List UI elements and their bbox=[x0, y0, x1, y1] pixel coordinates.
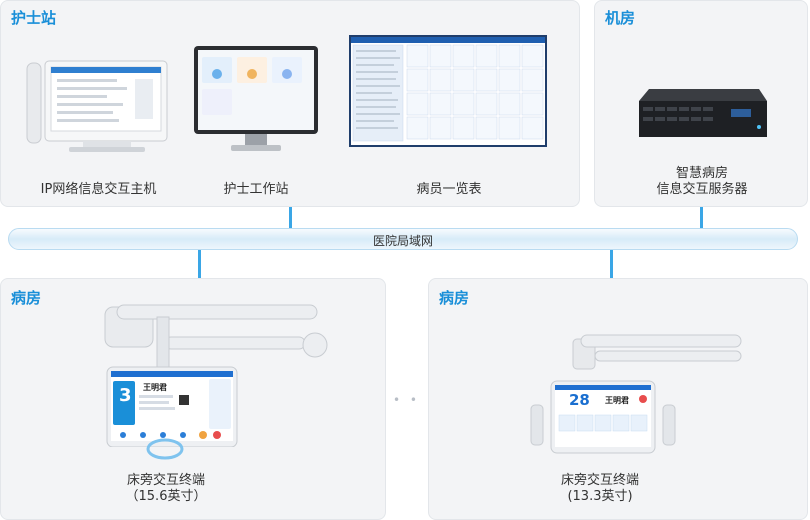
bedside-terminal-15-image bbox=[104, 304, 328, 447]
ward-left-device-line1: 床旁交互终端 bbox=[126, 473, 205, 488]
nurse-station-title: 护士站 bbox=[11, 9, 57, 27]
ward-right-device-line1: 床旁交互终端 bbox=[560, 473, 639, 488]
ward-left-bed-number: 3 bbox=[119, 385, 132, 406]
nurse-station-panel: 护士站 IP网络信息交互主机 护士工作站 bbox=[0, 0, 580, 207]
nfc-ring-icon bbox=[146, 438, 184, 460]
connector-nurse-station bbox=[289, 207, 292, 229]
connector-ward-left bbox=[198, 250, 201, 278]
ward-ellipsis: • • • bbox=[393, 393, 437, 407]
nurse-workstation-monitor-image bbox=[194, 46, 318, 151]
machine-room-panel: 机房 智慧病房 信息交互服务器 bbox=[594, 0, 808, 207]
bedside-terminal-13-image bbox=[530, 334, 742, 454]
hospital-lan-bus: 医院局域网 bbox=[8, 228, 798, 250]
ip-host-label: IP网络信息交互主机 bbox=[40, 182, 157, 197]
connector-machine-room bbox=[700, 207, 703, 229]
server-label-line1: 智慧病房 bbox=[675, 166, 728, 181]
machine-room-title: 机房 bbox=[605, 9, 636, 27]
hospital-lan-label: 医院局域网 bbox=[372, 234, 433, 248]
ward-panel-left: 病房 3 王明君 床旁交互终端 （15.6英寸） bbox=[0, 278, 386, 520]
ip-host-device-image bbox=[26, 60, 168, 152]
server-label-line2: 信息交互服务器 bbox=[656, 182, 748, 197]
ward-right-patient-name: 王明君 bbox=[605, 396, 629, 405]
rack-server-image bbox=[639, 89, 767, 137]
ward-right-device-line2: (13.3英寸) bbox=[567, 489, 633, 504]
ward-panel-right: 病房 28 王明君 床旁交互终端 (13.3英寸) bbox=[428, 278, 808, 520]
ward-left-device-line2: （15.6英寸） bbox=[125, 489, 207, 504]
ward-right-title: 病房 bbox=[439, 289, 470, 307]
nurse-workstation-label: 护士工作站 bbox=[223, 182, 289, 197]
ward-left-title: 病房 bbox=[11, 289, 42, 307]
ward-right-bed-number: 28 bbox=[569, 391, 590, 409]
patient-overview-board-label: 病员一览表 bbox=[416, 182, 482, 197]
patient-overview-board-image bbox=[349, 35, 547, 147]
connector-ward-right bbox=[610, 250, 613, 278]
ward-left-patient-name: 王明君 bbox=[143, 383, 167, 392]
